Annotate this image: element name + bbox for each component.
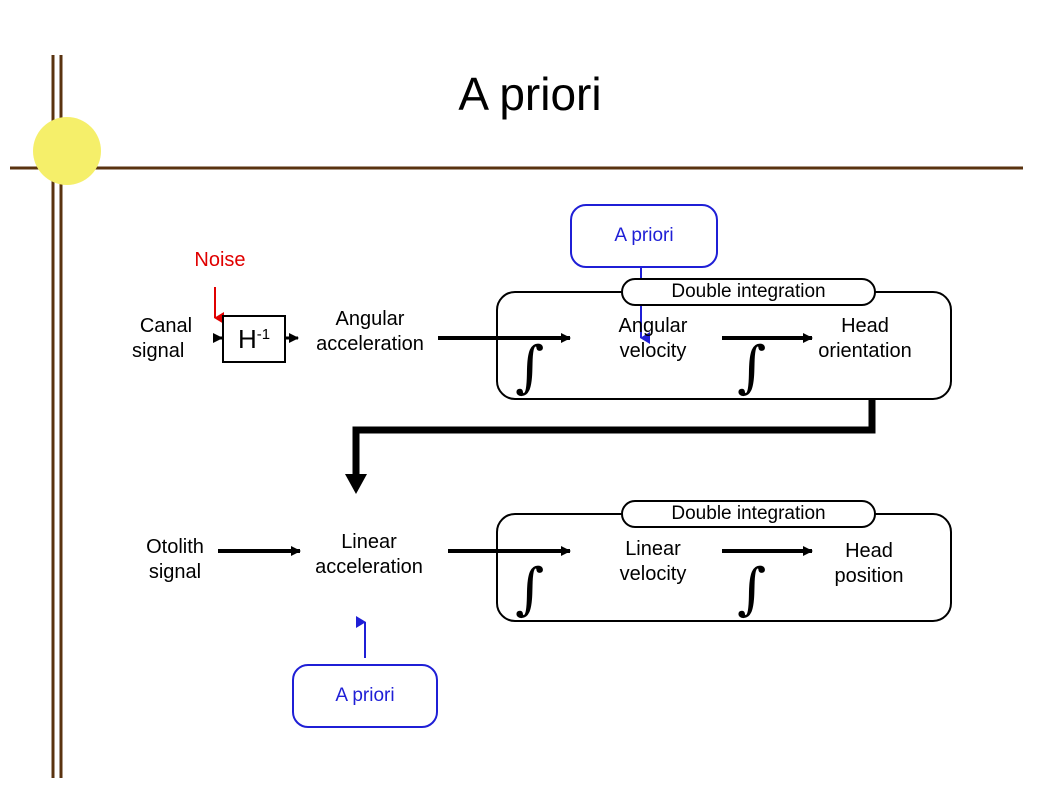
angular-velocity-line2: velocity [619, 340, 687, 362]
connector-arrowhead [345, 474, 367, 494]
angular-acceleration-line1: Angular [335, 308, 405, 330]
h-block-base: H [237, 324, 257, 354]
top-integral-1-icon: ∫ [515, 335, 545, 400]
head-orientation-line1: Head [841, 315, 889, 337]
bottom-a-priori-box: A priori [292, 664, 438, 728]
linear-velocity-label: Linear velocity [583, 537, 723, 587]
head-position-line1: Head [845, 540, 893, 562]
h-block-exponent: -1 [256, 326, 271, 343]
top-a-priori-box: A priori [570, 204, 718, 268]
linear-acceleration-label: Linear acceleration [299, 530, 439, 580]
noise-label: Noise [194, 249, 246, 271]
canal-signal-line1: Canal [139, 315, 193, 337]
top-integral-2-icon: ∫ [737, 335, 767, 400]
angular-velocity-line1: Angular [618, 315, 688, 337]
angular-velocity-label: Angular velocity [583, 314, 723, 364]
otolith-signal-label: Otolith signal [135, 535, 215, 585]
top-double-integration-tag: Double integration [621, 278, 876, 306]
otolith-signal-line2: signal [148, 561, 202, 583]
slide-title: A priori [458, 68, 602, 120]
otolith-signal-line1: Otolith [146, 536, 204, 558]
bottom-integral-2-icon: ∫ [737, 557, 767, 622]
bottom-double-integration-tag: Double integration [621, 500, 876, 528]
canal-signal-line2: signal [132, 340, 185, 362]
linear-acceleration-line1: Linear [341, 531, 397, 553]
canal-signal-label: Canal signal [122, 314, 202, 364]
orientation-to-linear-connector [352, 400, 876, 476]
head-position-line2: position [834, 565, 904, 587]
bottom-integral-1-icon: ∫ [515, 557, 545, 622]
head-orientation-label: Head orientation [795, 314, 935, 364]
frame-accent-circle [33, 117, 101, 185]
linear-velocity-line2: velocity [619, 563, 687, 585]
head-position-label: Head position [799, 539, 939, 589]
linear-acceleration-line2: acceleration [315, 556, 423, 578]
linear-velocity-line1: Linear [625, 538, 681, 560]
angular-acceleration-label: Angular acceleration [300, 307, 440, 357]
head-orientation-line2: orientation [818, 340, 912, 362]
inverse-h-block: H-1 [222, 315, 286, 363]
angular-acceleration-line2: acceleration [316, 333, 424, 355]
